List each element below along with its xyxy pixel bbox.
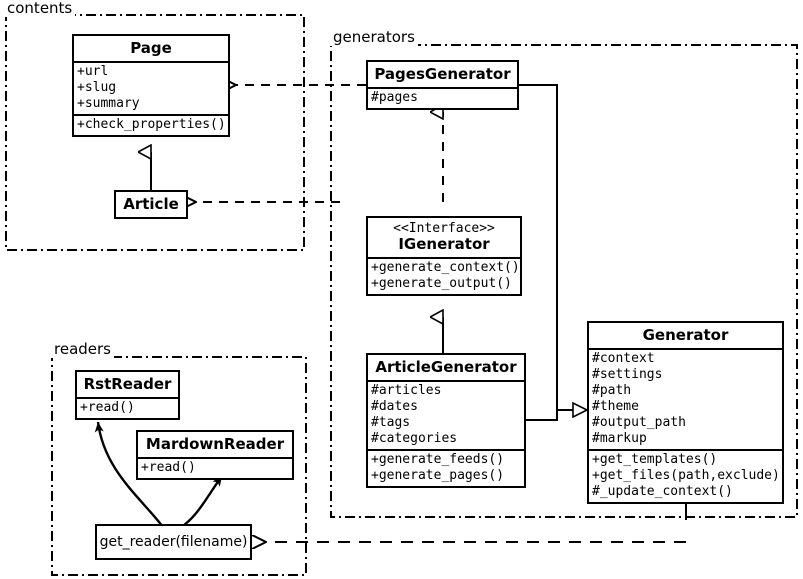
- class-attribute: +summary: [77, 96, 140, 111]
- class-attribute: #tags: [371, 415, 411, 430]
- class-name-generator: Generator: [642, 326, 729, 344]
- function-box-get-reader[interactable]: get_reader(filename): [95, 524, 252, 560]
- class-box-pagesgenerator[interactable]: PagesGenerator #pages: [366, 60, 519, 110]
- package-label-contents: contents: [4, 0, 76, 17]
- class-box-page[interactable]: Page +url +slug +summary +check_properti…: [72, 34, 230, 137]
- class-attributes-page: +url +slug +summary: [74, 61, 228, 114]
- class-operations-articlegenerator: +generate_feeds() +generate_pages(): [368, 449, 524, 486]
- class-attributes-pagesgenerator: #pages: [368, 87, 517, 108]
- class-name-pagesgenerator: PagesGenerator: [374, 65, 511, 83]
- class-attribute: #markup: [592, 431, 647, 446]
- relation-generators-to-generator: [519, 84, 587, 421]
- class-attribute: #context: [592, 351, 655, 366]
- class-name-page: Page: [130, 39, 172, 57]
- class-attribute: #output_path: [592, 415, 686, 430]
- class-operations-mardownreader: +read(): [138, 457, 292, 478]
- class-name-mardownreader: MardownReader: [145, 435, 285, 453]
- class-attribute: #dates: [371, 399, 418, 414]
- class-attribute: #articles: [371, 383, 442, 398]
- class-box-rstreader[interactable]: RstReader +read(): [75, 370, 180, 420]
- function-label-get-reader: get_reader(filename): [99, 534, 248, 550]
- class-operation: +read(): [80, 400, 135, 415]
- class-name-rstreader: RstReader: [83, 375, 172, 393]
- class-operation: #_update_context(): [592, 484, 733, 499]
- class-attribute: #path: [592, 383, 632, 398]
- class-operations-page: +check_properties(): [74, 114, 228, 135]
- package-label-readers: readers: [51, 341, 114, 358]
- class-attribute: +url: [77, 64, 109, 79]
- class-operation: +generate_context(): [371, 260, 520, 275]
- class-attributes-generator: #context #settings #path #theme #output_…: [589, 348, 782, 449]
- class-name-igenerator: <<Interface>> IGenerator: [368, 218, 520, 257]
- class-box-igenerator[interactable]: <<Interface>> IGenerator +generate_conte…: [366, 216, 522, 296]
- class-stereotype-igenerator: <<Interface>>: [393, 221, 495, 236]
- relation-getreader-mardownreader: [179, 475, 223, 529]
- class-attribute: #categories: [371, 431, 458, 446]
- class-attribute: #settings: [592, 367, 663, 382]
- class-name-articlegenerator: ArticleGenerator: [375, 358, 517, 376]
- class-operation: +generate_feeds(): [371, 452, 505, 467]
- class-operations-igenerator: +generate_context() +generate_output(): [368, 257, 520, 294]
- class-operation: +read(): [141, 460, 196, 475]
- class-operations-rstreader: +read(): [77, 397, 178, 418]
- class-attribute: #pages: [371, 90, 418, 105]
- class-box-mardownreader[interactable]: MardownReader +read(): [136, 430, 294, 480]
- class-operation: +check_properties(): [77, 117, 226, 132]
- relation-generator-getreader: [266, 503, 687, 542]
- class-operation: +generate_output(): [371, 276, 512, 291]
- class-attribute: +slug: [77, 80, 117, 95]
- class-box-articlegenerator[interactable]: ArticleGenerator #articles #dates #tags …: [366, 353, 526, 488]
- class-operation: +get_templates(): [592, 452, 718, 467]
- class-attributes-articlegenerator: #articles #dates #tags #categories: [368, 380, 524, 449]
- class-name-article: Article: [123, 195, 179, 213]
- class-operation: +generate_pages(): [371, 468, 505, 483]
- class-attribute: #theme: [592, 399, 639, 414]
- class-name-text: IGenerator: [398, 235, 490, 253]
- class-box-generator[interactable]: Generator #context #settings #path #them…: [587, 321, 784, 504]
- package-label-generators: generators: [330, 29, 418, 46]
- class-box-article[interactable]: Article: [114, 190, 188, 219]
- class-operations-generator: +get_templates() +get_files(path,exclude…: [589, 449, 782, 502]
- class-operation: +get_files(path,exclude): [592, 468, 780, 483]
